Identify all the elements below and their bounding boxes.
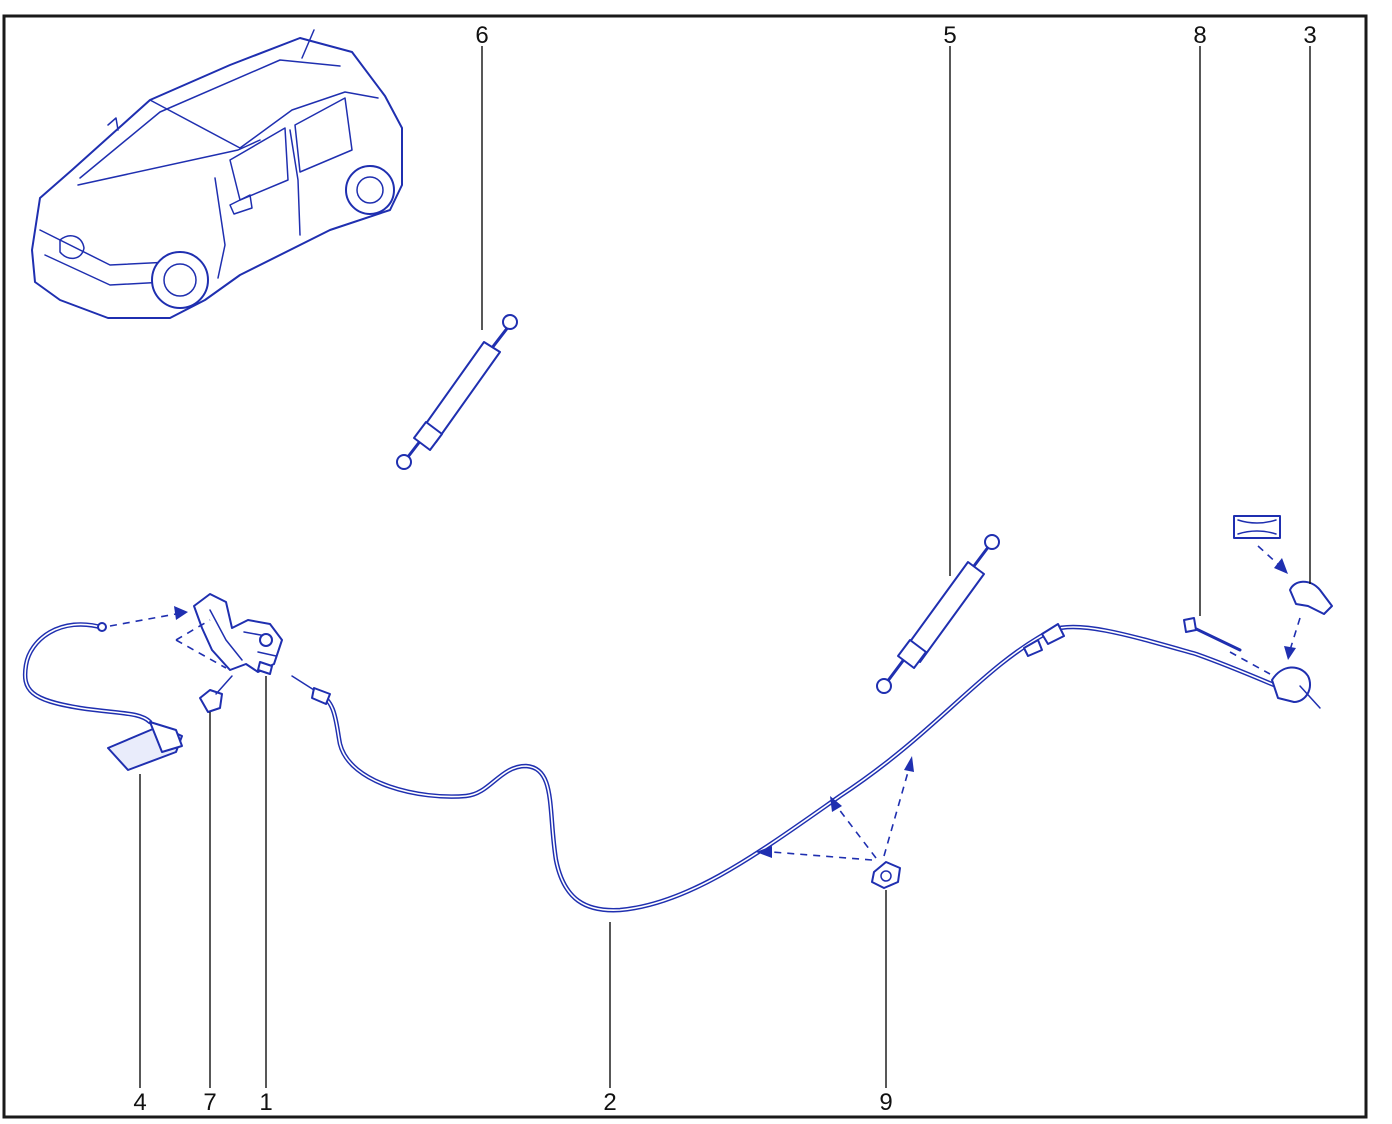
callout-2: 2 bbox=[603, 1089, 616, 1116]
part-3-component bbox=[1233, 515, 1333, 709]
callout-9: 9 bbox=[879, 1089, 892, 1116]
part-2-cable bbox=[291, 623, 1289, 913]
leader-lines bbox=[139, 46, 1311, 1088]
vehicle-overview-image bbox=[31, 29, 403, 319]
part-8-bolt bbox=[1183, 617, 1242, 652]
callout-6: 6 bbox=[475, 22, 488, 49]
part-7-bolt bbox=[199, 675, 233, 713]
assembly-arrows bbox=[109, 545, 1301, 861]
diagram-frame bbox=[2, 14, 1368, 1119]
callout-3: 3 bbox=[1303, 22, 1316, 49]
callout-8: 8 bbox=[1193, 22, 1206, 49]
callout-7: 7 bbox=[203, 1089, 216, 1116]
callout-1: 1 bbox=[259, 1089, 272, 1116]
part-1-lock bbox=[175, 593, 283, 675]
part-6-gas-strut bbox=[396, 314, 518, 470]
callout-labels: 6 5 8 3 4 7 1 2 9 bbox=[133, 22, 1316, 1116]
callout-5: 5 bbox=[943, 22, 956, 49]
callout-4: 4 bbox=[133, 1089, 146, 1116]
part-4-release-handle bbox=[22, 622, 183, 771]
part-5-gas-strut bbox=[876, 534, 1000, 694]
part-9-clip bbox=[871, 861, 901, 889]
